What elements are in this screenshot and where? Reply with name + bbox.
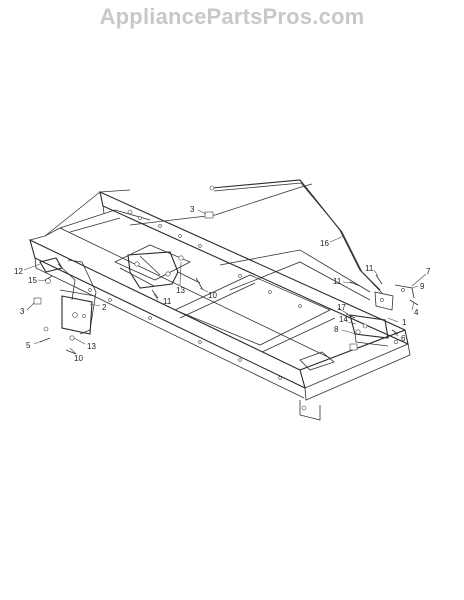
callout-7: 7: [426, 267, 431, 276]
callout-6: 6: [401, 334, 406, 343]
leader-lines: [23, 209, 427, 355]
callout-3-left: 3: [20, 307, 25, 316]
watermark: AppliancePartsPros.com: [99, 4, 365, 29]
callout-9: 9: [420, 282, 425, 291]
callout-13-center: 13: [176, 286, 185, 295]
pedal-assembly: [39, 257, 97, 335]
callout-3-top: 3: [190, 205, 195, 214]
callout-16: 16: [320, 239, 329, 248]
callout-15: 15: [28, 276, 37, 285]
hardware: [33, 211, 419, 355]
callout-5: 5: [26, 341, 31, 350]
frame-rails: [29, 183, 411, 421]
long-rod: [209, 179, 383, 294]
callout-13-left: 13: [87, 342, 96, 351]
callout-17: 17: [337, 303, 346, 312]
linkage-bracket: [127, 251, 201, 289]
callout-10-center: 10: [208, 291, 217, 300]
callout-labels: 3 1 2 3 4 5 6 7 8 9 10 10 11 11 11 12 13…: [14, 205, 431, 363]
callout-12: 12: [14, 267, 23, 276]
callout-8: 8: [334, 325, 339, 334]
callout-11-right: 11: [333, 277, 342, 286]
rail-holes: [88, 209, 399, 411]
callout-4: 4: [414, 308, 419, 317]
callout-10-left: 10: [74, 354, 83, 363]
right-bracket-assembly: [349, 284, 415, 347]
callout-11-top-right: 11: [365, 264, 374, 273]
callout-14: 14: [339, 315, 348, 324]
callout-1: 1: [402, 318, 407, 327]
callout-11-center: 11: [163, 297, 172, 306]
callout-2: 2: [102, 303, 107, 312]
